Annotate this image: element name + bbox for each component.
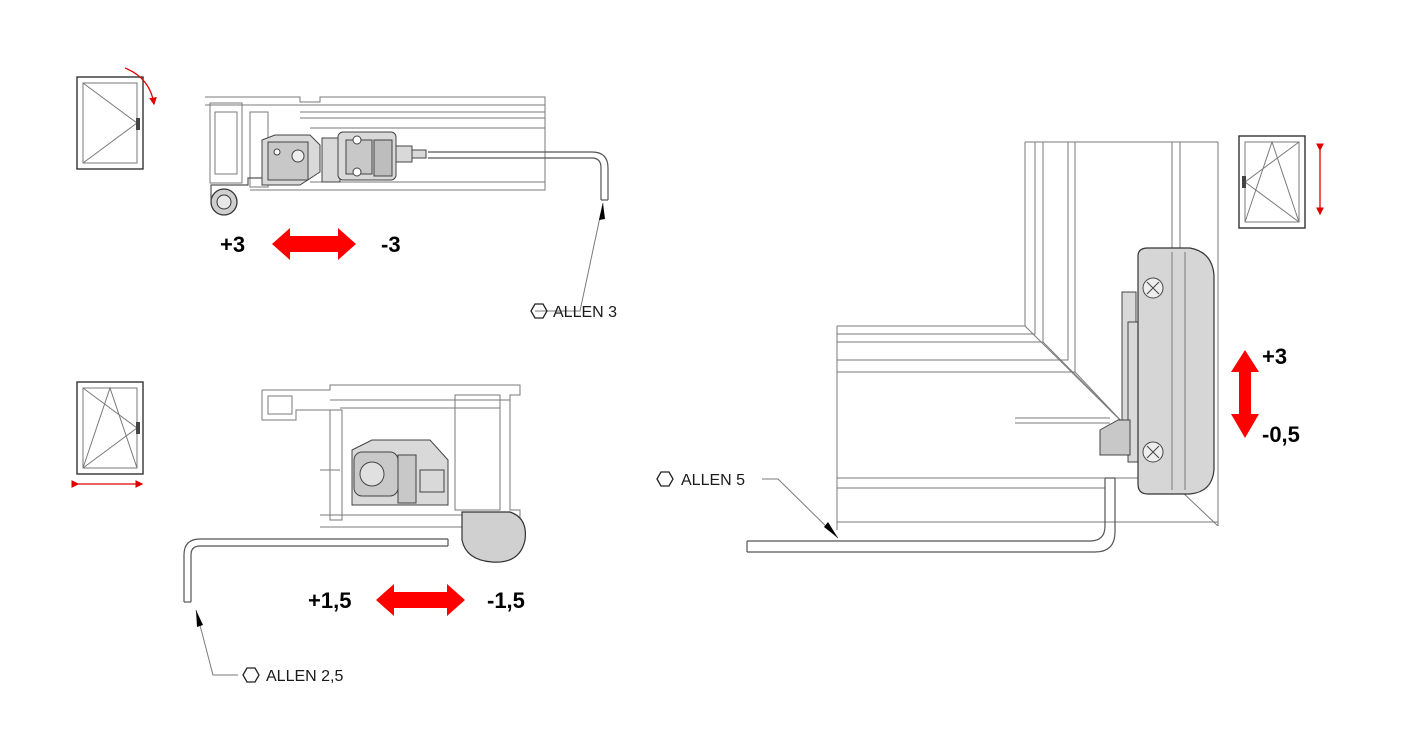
adjust-bottom-minus-value: -1,5: [487, 588, 525, 613]
adjust-top-minus-value: -3: [381, 232, 401, 257]
leader-allen-2-5: [195, 609, 238, 676]
leader-allen-3: [535, 202, 605, 312]
adjust-bottom-plus-value: +1,5: [308, 588, 351, 613]
adjust-top-plus-value: +3: [220, 232, 245, 257]
hexagon-icon: [242, 667, 260, 683]
adjust-arrow-horizontal-bottom: [376, 584, 465, 616]
tool-label-allen-2-5: ALLEN 2,5: [266, 668, 343, 685]
hinge-section-bottom: [183, 384, 527, 603]
adjust-right-minus-value: -0,5: [1262, 422, 1300, 447]
leader-allen-5: [762, 478, 839, 539]
adjust-right-plus-value: +3: [1262, 344, 1287, 369]
hexagon-icon: [530, 303, 548, 319]
adjust-arrow-vertical-right: [1231, 350, 1259, 438]
corner-frame-section: [746, 141, 1219, 553]
window-icon-side-hung: [76, 67, 157, 170]
window-icon-tilt-turn-vertical: [1238, 135, 1324, 229]
tool-label-allen-5: ALLEN 5: [681, 472, 745, 489]
adjust-arrow-horizontal-top: [272, 228, 356, 260]
window-icon-tilt-turn: [71, 381, 144, 488]
tool-label-allen-3: ALLEN 3: [553, 304, 617, 321]
hinge-section-top: [205, 96, 609, 216]
hexagon-icon: [656, 471, 674, 487]
